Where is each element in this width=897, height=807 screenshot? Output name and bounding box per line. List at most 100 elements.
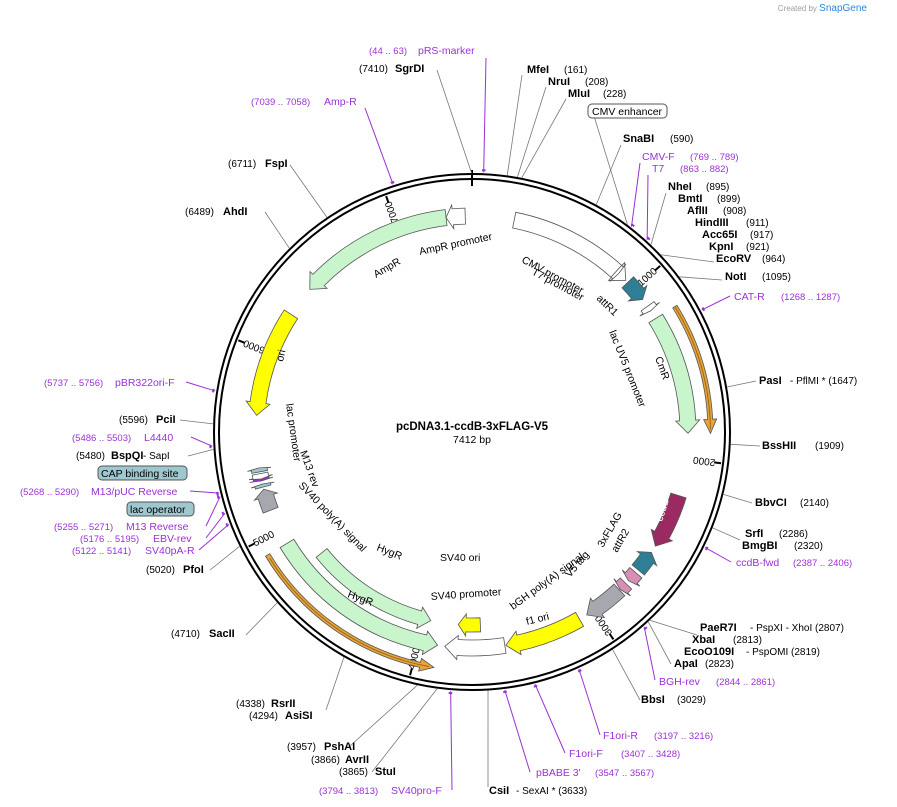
site-pfoi-pos: (5020)	[146, 565, 175, 576]
site-leader-5	[660, 254, 715, 263]
primer-prs: pRS-marker	[418, 45, 475, 57]
primer-mark-11	[221, 511, 225, 516]
site-fspi-pos: (6711)	[228, 159, 256, 170]
primer-ampr: Amp-R	[324, 96, 357, 108]
site-srfi-pos: (2286)	[779, 529, 808, 540]
primer-mark-7	[533, 684, 538, 688]
site-bmgbi: BmgBI	[742, 540, 777, 552]
primer-cmvf-range: (769 .. 789)	[690, 152, 739, 163]
site-bsshii: BssHII	[762, 440, 796, 452]
credit-brand: SnapGene	[819, 3, 867, 14]
outer-line-cmr	[674, 306, 711, 430]
site-pcii: PciI	[156, 414, 176, 426]
site-hindiii: HindIII	[695, 217, 729, 229]
site-avrii-pos: (3866)	[311, 755, 340, 766]
site-leader-15	[371, 688, 438, 773]
site-hindiii-pos: (911)	[746, 218, 769, 229]
cmv-enhancer-box	[587, 103, 668, 119]
site-asisi: AsiSI	[285, 710, 313, 722]
feature-arc-sv40-promoter	[444, 634, 507, 661]
primer-f1orif: F1ori-F	[569, 748, 603, 760]
feature-label-sv40pa: SV40 poly(A) signal	[296, 480, 369, 555]
feature-arc-lac-uv5-promoter	[639, 301, 660, 317]
site-acc65i-pos: (917)	[750, 230, 773, 241]
primer-catr: CAT-R	[734, 291, 765, 303]
site-paer7i-pos: - PspXI - XhoI (2807)	[750, 623, 844, 634]
site-bbvci: BbvCI	[755, 497, 787, 509]
tick-mark-7000	[385, 195, 390, 204]
feature-label-f1: f1 ori	[525, 611, 551, 628]
site-nrui: NruI	[548, 76, 570, 88]
feature-arc-hygr-outer	[264, 553, 435, 672]
primer-f1orir-range: (3197 .. 3216)	[654, 731, 713, 742]
credit-prefix: Created by	[777, 4, 817, 13]
site-leader-0	[506, 74, 523, 176]
primers: (44 .. 63) pRS-marker CMV-F (769 .. 789)…	[20, 45, 852, 797]
cap-site-box	[97, 465, 188, 481]
feature-label-amprp: AmpR promoter	[418, 231, 493, 258]
site-snabi-pos: (590)	[670, 134, 693, 145]
site-leader-21	[179, 419, 214, 425]
primer-leader-12	[205, 496, 221, 527]
site-aflii-pos: (908)	[723, 206, 746, 217]
site-paer7i: PaeR7I	[700, 622, 737, 634]
site-csii: CsiI	[489, 785, 509, 797]
primer-m13puc: M13/pUC Reverse	[91, 486, 178, 498]
primer-mark-13	[215, 491, 219, 496]
site-leader-6	[679, 276, 723, 281]
primer-leader-13	[189, 490, 220, 494]
feature-label-lacp: lac promoter	[283, 403, 303, 463]
site-bspqi: BspQI	[111, 450, 143, 462]
primer-ccdbfwd-range: (2387 .. 2406)	[793, 558, 852, 569]
site-mlui-pos: (228)	[603, 89, 626, 100]
primer-l4440-range: (5486 .. 5503)	[72, 433, 131, 444]
outer-line-hygr	[269, 558, 430, 668]
plasmid-name: pcDNA3.1-ccdB-3xFLAG-V5	[396, 421, 549, 433]
primer-leader-11	[205, 512, 226, 539]
primer-leader-16	[364, 107, 394, 185]
site-asisi-pos: (4294)	[249, 711, 278, 722]
primer-leader-5	[643, 626, 656, 681]
primer-prs-range: (44 .. 63)	[369, 46, 407, 57]
site-mfei: MfeI	[527, 64, 549, 76]
site-bsshii-pos: (1909)	[815, 441, 844, 452]
site-sacii-pos: (4710)	[171, 629, 200, 640]
site-leader-9	[723, 494, 753, 504]
primer-bghrev: BGH-rev	[659, 676, 701, 688]
tick-label-2000: 2000	[692, 454, 716, 468]
primer-l4440: L4440	[144, 432, 173, 444]
site-noti: NotI	[725, 271, 746, 283]
feature-arc-ampr	[309, 209, 448, 290]
site-acc65i: Acc65I	[702, 229, 737, 241]
site-leader-13	[612, 649, 641, 701]
site-aflii: AflII	[687, 205, 708, 217]
site-leader-7	[726, 380, 757, 388]
primer-leader-1	[630, 162, 641, 227]
primer-mark-1	[630, 223, 635, 227]
site-sacii: SacII	[209, 628, 235, 640]
site-snabi: SnaBI	[623, 133, 654, 145]
site-sgrdi: SgrDI	[395, 63, 424, 75]
tick-mark-2000	[713, 461, 722, 465]
primer-m13puc-range: (5268 .. 5290)	[20, 487, 79, 498]
site-leader-3	[595, 144, 622, 205]
leader-lines	[179, 57, 761, 791]
feature-arc-hygr	[279, 538, 439, 656]
feature-arc-lac-operator	[250, 481, 275, 490]
site-leader-25	[593, 115, 628, 226]
feature-arc-hygr-2	[315, 548, 432, 630]
primer-leader-3	[701, 295, 731, 311]
site-leader-20	[187, 448, 214, 457]
primer-mark-16	[390, 180, 395, 184]
cmv-enhancer-label: CMV enhancer	[592, 106, 663, 118]
feature-label-bgh: bGH poly(A) signal	[508, 551, 586, 613]
primer-leader-2	[646, 174, 649, 240]
primer-sv40prof: SV40pro-F	[391, 785, 442, 797]
primer-pbabe: pBABE 3'	[536, 767, 581, 779]
site-leader-22	[264, 211, 290, 249]
feature-label-attr1: attR1	[594, 293, 621, 319]
site-rsrii: RsrII	[271, 698, 295, 710]
site-bbsi-pos: (3029)	[677, 695, 706, 706]
cap-site-label: CAP binding site	[101, 468, 179, 480]
primer-mark-10	[225, 522, 229, 528]
